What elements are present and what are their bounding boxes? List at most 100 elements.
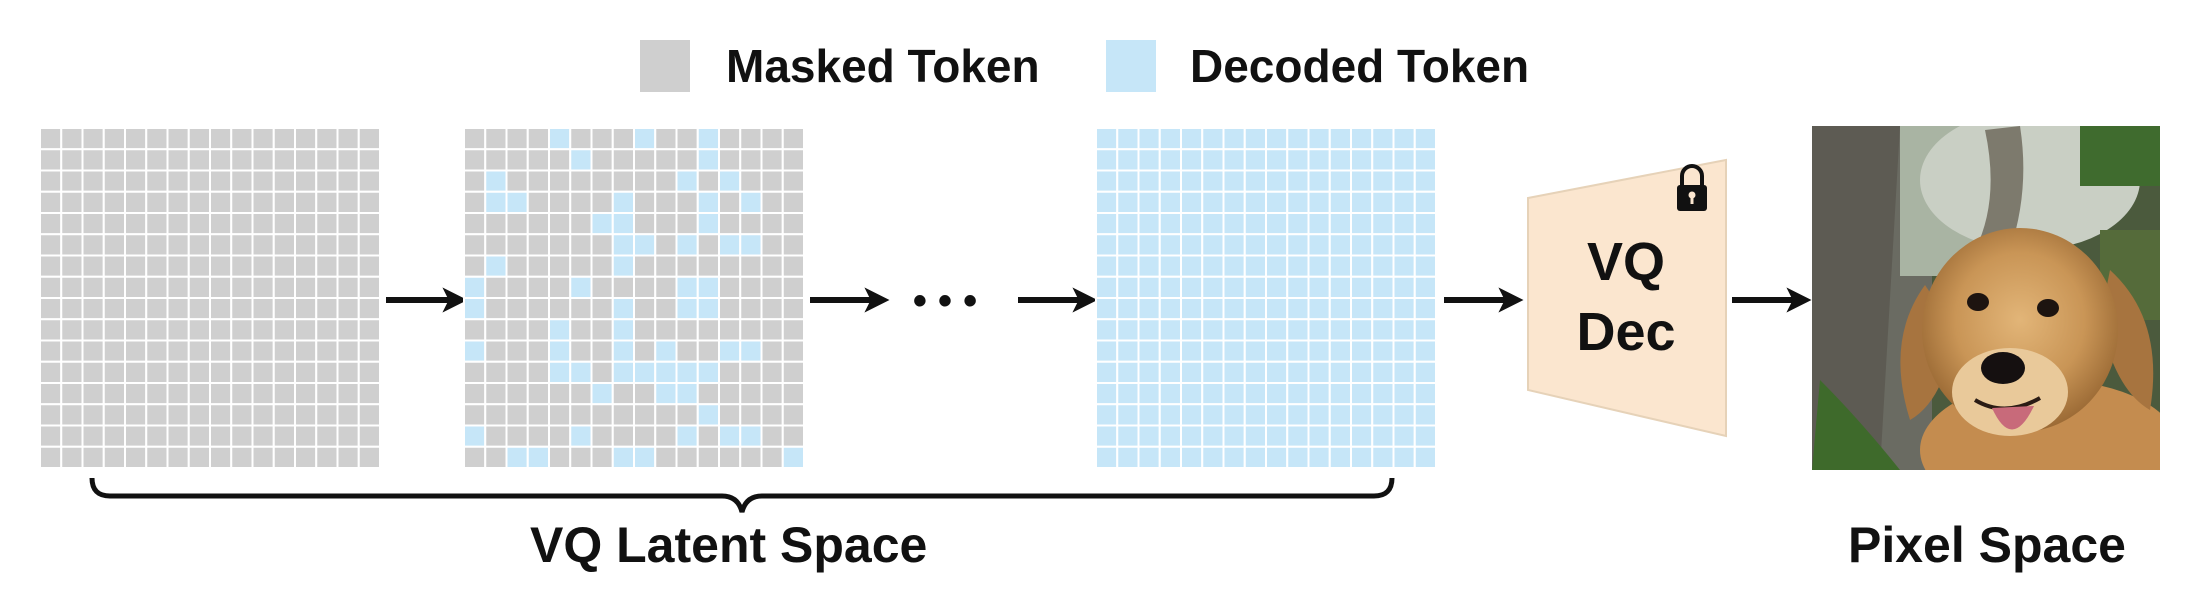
token-cell [1307,318,1331,342]
token-cell [187,212,211,236]
token-cell [1158,445,1182,469]
token-cell [654,233,678,257]
token-cell [781,190,805,214]
token-cell [1158,275,1182,299]
token-cell [1286,339,1310,363]
token-cell [718,445,742,469]
token-cell [675,169,699,193]
token-cell [357,382,381,406]
token-cell [505,297,529,321]
token-cell [272,339,296,363]
token-cell [463,233,487,257]
token-cell [1158,212,1182,236]
token-cell [760,148,784,172]
token-cell [781,297,805,321]
token-cell [548,275,572,299]
token-cell [230,403,254,427]
token-cell [760,212,784,236]
token-cell [1201,297,1225,321]
token-cell [739,275,763,299]
token-cell [124,297,148,321]
token-cell [39,445,63,469]
token-cell [272,360,296,384]
token-cell [590,127,614,151]
token-cell [1413,212,1437,236]
token-cell [526,297,550,321]
token-cell [230,127,254,151]
token-cell [124,169,148,193]
token-cell [1137,190,1161,214]
token-cell [1328,297,1352,321]
token-cell [209,127,233,151]
token-cell [315,212,339,236]
token-cell [187,382,211,406]
token-cell [526,360,550,384]
token-cell [1328,318,1352,342]
token-cell [230,297,254,321]
token-cell [1328,382,1352,406]
token-cell [1095,318,1119,342]
token-cell [633,318,657,342]
token-cell [484,445,508,469]
token-cell [739,403,763,427]
token-cell [336,403,360,427]
token-cell [696,233,720,257]
token-cell [1158,169,1182,193]
token-cell [569,403,593,427]
token-cell [60,297,84,321]
token-cell [1371,339,1395,363]
token-cell [505,148,529,172]
token-cell [696,275,720,299]
token-cell [739,190,763,214]
token-cell [294,382,318,406]
token-cell [39,233,63,257]
token-cell [1392,382,1416,406]
token-cell [1307,382,1331,406]
token-cell [81,318,105,342]
token-cell [654,382,678,406]
token-cell [760,297,784,321]
token-cell [187,445,211,469]
token-cell [1137,127,1161,151]
token-cell [60,318,84,342]
token-cell [463,318,487,342]
token-cell [718,169,742,193]
token-cell [124,233,148,257]
token-cell [505,318,529,342]
token-cell [1095,424,1119,448]
token-cell [760,382,784,406]
token-cell [526,424,550,448]
token-cell [81,445,105,469]
vq-decoder: VQ Dec [1527,158,1727,438]
token-cell [1201,190,1225,214]
token-cell [272,445,296,469]
token-cell [315,148,339,172]
token-cell [1201,339,1225,363]
token-cell [187,148,211,172]
token-cell [1222,318,1246,342]
token-cell [1371,318,1395,342]
token-cell [166,339,190,363]
token-cell [209,360,233,384]
token-cell [781,318,805,342]
token-cell [633,297,657,321]
token-cell [1328,254,1352,278]
token-cell [569,360,593,384]
token-cell [1137,403,1161,427]
token-cell [357,233,381,257]
token-cell [463,148,487,172]
token-cell [1222,360,1246,384]
token-cell [1307,127,1331,151]
token-cell [1371,127,1395,151]
token-cell [526,212,550,236]
token-cell [1307,169,1331,193]
token-cell [1328,445,1352,469]
token-cell [1265,212,1289,236]
token-cell [1371,382,1395,406]
token-cell [315,190,339,214]
token-cell [102,275,126,299]
token-cell [1413,382,1437,406]
token-cell [102,424,126,448]
token-cell [39,275,63,299]
token-cell [739,318,763,342]
